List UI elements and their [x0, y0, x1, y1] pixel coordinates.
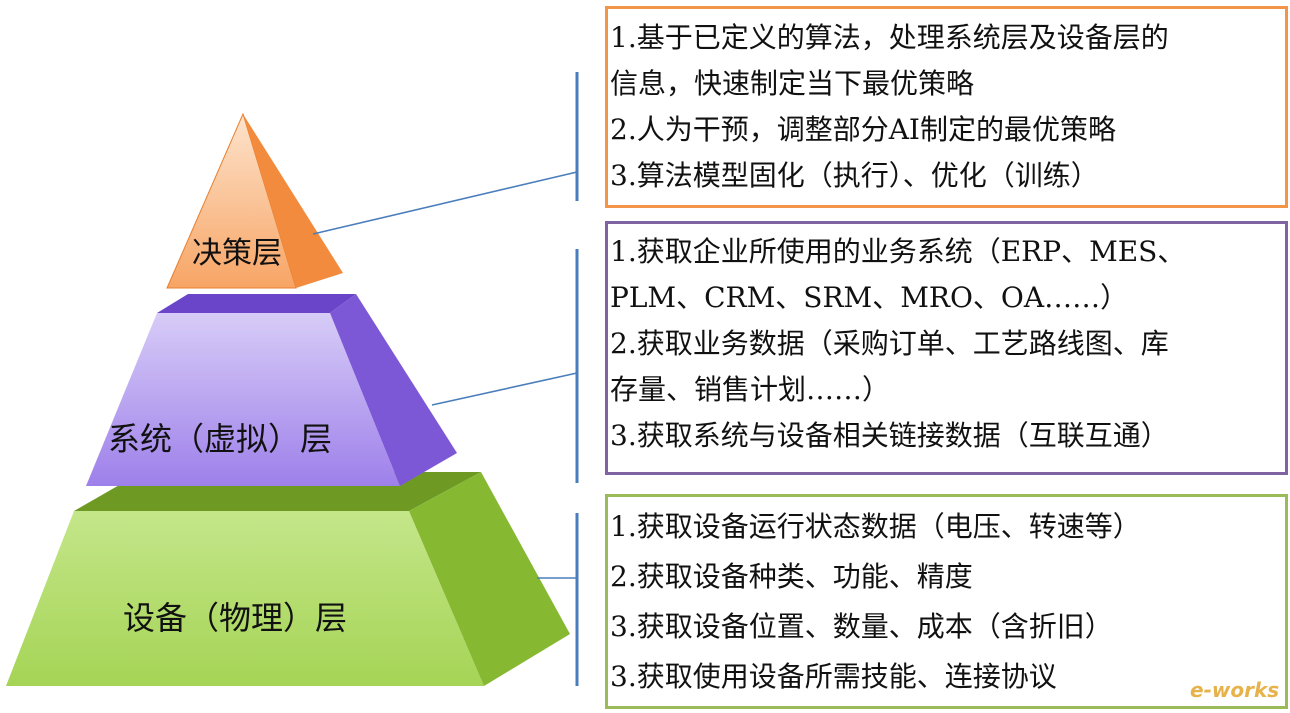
system-tier — [86, 294, 457, 486]
device-layer-label: 设备（物理）层 — [123, 599, 348, 637]
eworks-watermark-logo: e-works — [1190, 678, 1280, 702]
system-line-4: 存量、销售计划……） — [610, 373, 891, 406]
system-connector — [431, 372, 578, 406]
decision-connector — [312, 171, 578, 235]
device-description-box: 1.获取设备运行状态数据（电压、转速等） 2.获取设备种类、功能、精度 3.获取… — [605, 494, 1288, 709]
decision-line-1: 1.基于已定义的算法，处理系统层及设备层的 — [610, 21, 1169, 54]
device-line-4: 3.获取使用设备所需技能、连接协议 — [610, 660, 1057, 693]
system-line-1: 1.获取企业所使用的业务系统（ERP、MES、 — [610, 235, 1186, 268]
system-line-2: PLM、CRM、SRM、MRO、OA……） — [610, 281, 1129, 314]
decision-line-3: 2.人为干预，调整部分AI制定的最优策略 — [610, 113, 1116, 146]
system-layer-label: 系统（虚拟）层 — [108, 420, 333, 458]
device-tier — [6, 472, 570, 686]
device-line-3: 3.获取设备位置、数量、成本（含折旧） — [610, 610, 1113, 643]
decision-layer-label: 决策层 — [192, 236, 282, 271]
decision-description-box: 1.基于已定义的算法，处理系统层及设备层的 信息，快速制定当下最优策略 2.人为… — [605, 6, 1288, 208]
decision-tier — [166, 112, 343, 289]
system-tier-top — [157, 294, 356, 313]
device-tier-side — [409, 472, 570, 686]
decision-line-2: 信息，快速制定当下最优策略 — [610, 67, 975, 100]
system-line-3: 2.获取业务数据（采购订单、工艺路线图、库 — [610, 327, 1169, 360]
system-line-5: 3.获取系统与设备相关链接数据（互联互通） — [610, 419, 1169, 452]
device-line-2: 2.获取设备种类、功能、精度 — [610, 560, 973, 593]
decision-line-4: 3.算法模型固化（执行）、优化（训练） — [610, 159, 1099, 192]
device-line-1: 1.获取设备运行状态数据（电压、转速等） — [610, 510, 1141, 543]
system-description-box: 1.获取企业所使用的业务系统（ERP、MES、 PLM、CRM、SRM、MRO、… — [605, 221, 1288, 475]
system-tier-side — [330, 294, 457, 486]
system-tier-front — [86, 313, 400, 486]
decision-tier-side — [243, 114, 343, 288]
device-tier-front — [6, 511, 484, 686]
